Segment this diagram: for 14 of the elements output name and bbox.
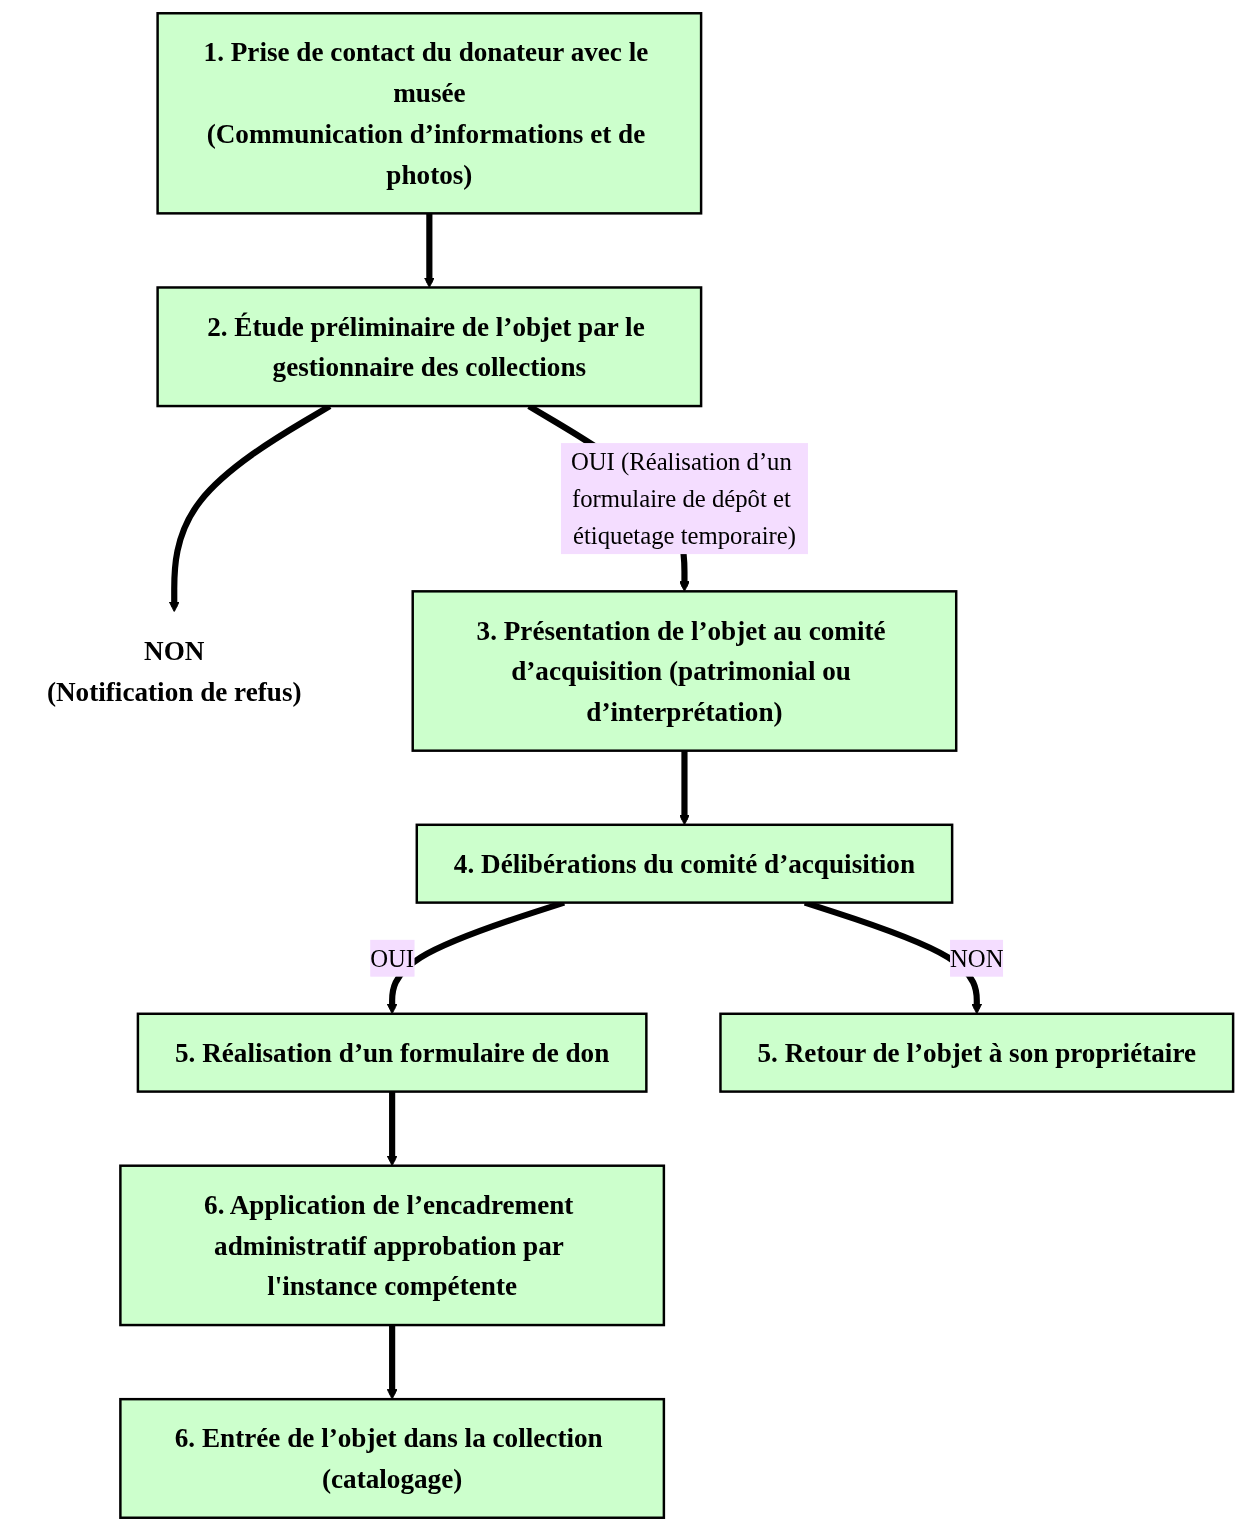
edge-label: NON bbox=[950, 944, 1004, 972]
node-text: NON (Notification de refus) bbox=[46, 635, 302, 707]
node-box: 6. Application de l’encadrement administratif approbation par l'instance compétente bbox=[119, 1164, 666, 1327]
node-box: 5. Retour de l’objet à son propriétaire bbox=[719, 1012, 1235, 1093]
node-box: 3. Présentation de l’objet au comité d’acquisition (patrimonial ou d’interprétation) bbox=[411, 590, 958, 752]
arrow bbox=[386, 1325, 398, 1400]
node-box: 1. Prise de contact du donateur avec le musée (Communication d’informations et de photos) bbox=[156, 12, 703, 215]
edge-label: OUI bbox=[370, 944, 415, 972]
node-box: 2. Étude préliminaire de l’objet par le gestionnaire des collections bbox=[156, 286, 703, 408]
node-box: 4. Délibérations du comité d’acquisition bbox=[415, 823, 954, 904]
arrow bbox=[423, 213, 435, 288]
edge-label: OUI (Réalisation d’un formulaire de dépôt et étiquetage temporaire) bbox=[570, 448, 796, 550]
node-box: 5. Réalisation d’un formulaire de don bbox=[136, 1012, 648, 1093]
node-box: 6. Entrée de l’objet dans la collection (catalogage) bbox=[119, 1397, 666, 1519]
